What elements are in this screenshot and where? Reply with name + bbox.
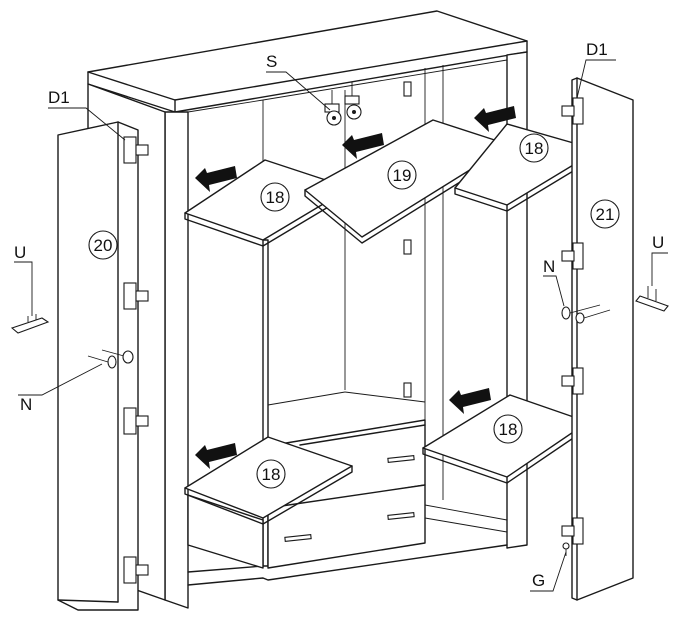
callout-u-right: U <box>651 233 668 286</box>
callout-d1-right: D1 <box>576 40 616 99</box>
hinge-icon <box>123 136 149 584</box>
label-n-right: N <box>543 257 555 276</box>
screw-icon <box>87 349 134 369</box>
part-number: 20 <box>94 236 113 255</box>
callout-n-right: N <box>543 257 565 307</box>
label-s: S <box>266 52 277 71</box>
callout-d1-left: D1 <box>48 88 126 141</box>
label-d1-right: D1 <box>586 40 608 59</box>
hanger-rail-icon <box>635 286 669 312</box>
insert-arrow-icon <box>342 133 384 159</box>
hinge-icon <box>561 97 584 545</box>
part-number: 21 <box>596 205 615 224</box>
shelf-bottom-left: 18 <box>184 436 353 525</box>
wheel-icon <box>324 82 362 126</box>
screw-icon <box>562 542 570 556</box>
callout-s: S <box>266 52 331 111</box>
drawer-side-left <box>187 494 264 569</box>
label-u-left: U <box>14 243 26 262</box>
hinge-icon <box>403 81 412 398</box>
door-right: 21 <box>571 77 634 601</box>
insert-arrow-icon <box>195 443 237 469</box>
label-g: G <box>532 571 545 590</box>
callout-n-left: N <box>18 363 103 414</box>
drawer-lower <box>267 484 426 569</box>
part-number: 18 <box>262 465 281 484</box>
callout-u-left: U <box>14 243 33 316</box>
screw-icon <box>561 304 611 324</box>
callout-g: G <box>530 551 567 592</box>
part-number: 18 <box>525 139 544 158</box>
insert-arrow-icon <box>449 388 491 414</box>
insert-arrow-icon <box>195 166 237 192</box>
part-number: 18 <box>266 188 285 207</box>
label-d1-left: D1 <box>48 88 70 107</box>
insert-arrow-icon <box>474 106 516 132</box>
part-number: 18 <box>499 420 518 439</box>
hanger-rail-icon <box>10 314 50 334</box>
label-u-right: U <box>652 233 664 252</box>
part-number: 19 <box>393 166 412 185</box>
label-n-left: N <box>20 395 32 414</box>
shelf-bottom-right: 18 <box>422 394 589 484</box>
